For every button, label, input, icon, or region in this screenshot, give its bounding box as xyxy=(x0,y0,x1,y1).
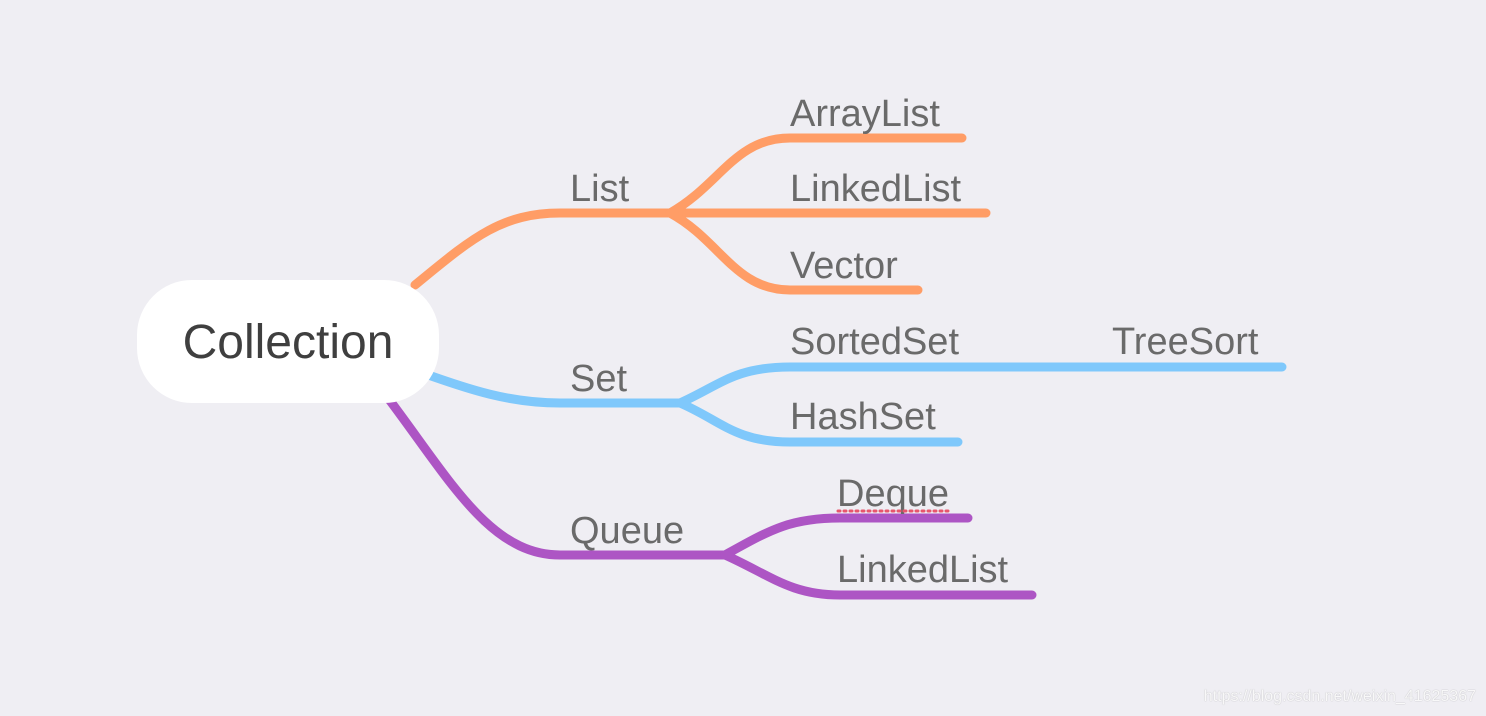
edge-queue-linkedlist xyxy=(720,550,1037,600)
node-sortedset[interactable]: SortedSet xyxy=(790,321,959,363)
node-vector[interactable]: Vector xyxy=(790,245,898,287)
edge-set-hashset xyxy=(675,398,963,447)
node-list[interactable]: List xyxy=(570,168,630,210)
edge-list-vector xyxy=(665,208,923,295)
edge-list-arraylist xyxy=(665,133,967,218)
root-label: Collection xyxy=(183,316,394,369)
edge-root-set xyxy=(415,367,685,408)
node-treesort[interactable]: TreeSort xyxy=(1112,321,1259,363)
node-queue[interactable]: Queue xyxy=(570,510,684,552)
node-deque[interactable]: Deque xyxy=(837,473,949,515)
edge-queue-deque xyxy=(720,513,973,560)
edge-root-list xyxy=(410,208,675,290)
edge-root-queue xyxy=(383,393,730,560)
node-set[interactable]: Set xyxy=(570,358,627,400)
node-arraylist[interactable]: ArrayList xyxy=(790,93,940,135)
node-linkedlist-list[interactable]: LinkedList xyxy=(790,168,962,210)
node-linkedlist-queue[interactable]: LinkedList xyxy=(837,549,1009,591)
root-node[interactable] xyxy=(137,280,439,403)
watermark: https://blog.csdn.net/weixin_41625367 xyxy=(1203,688,1476,705)
edge-set-sortedset xyxy=(675,362,1287,408)
node-hashset[interactable]: HashSet xyxy=(790,396,936,438)
